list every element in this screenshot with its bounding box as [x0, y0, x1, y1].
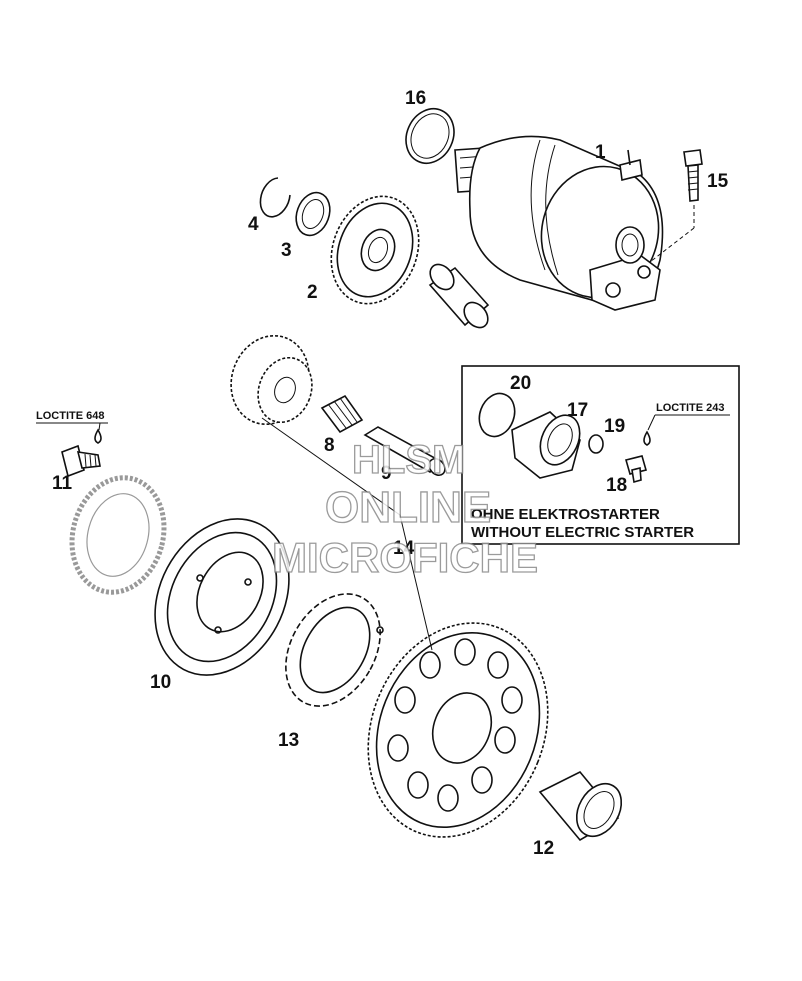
label-8: 8	[324, 435, 335, 456]
part-11-screw	[36, 422, 108, 478]
leader-line-14	[261, 417, 433, 651]
label-20: 20	[510, 373, 531, 394]
label-15: 15	[707, 171, 729, 192]
label-11: 11	[52, 473, 73, 494]
inset-text-de: OHNE ELEKTROSTARTER	[471, 506, 660, 523]
part-3-washer	[295, 191, 331, 237]
part-14-large-gear	[367, 622, 549, 838]
part-1-starter-motor	[454, 135, 664, 311]
label-9: 9	[381, 463, 392, 484]
label-4: 4	[248, 214, 259, 235]
watermark: HLSM ONLINE MICROFICHE	[271, 437, 538, 581]
watermark-line-2: ONLINE	[325, 483, 491, 532]
label-2: 2	[307, 282, 318, 303]
label-13: 13	[278, 730, 299, 751]
part-16-o-ring	[405, 108, 455, 164]
watermark-line-1: HLSM	[352, 438, 465, 482]
watermark-line-3: MICROFICHE	[272, 534, 538, 581]
part-number-labels: 1 2 3 4 8 9 10 11 12 13 14 15 16 17 18 1…	[52, 88, 729, 859]
label-1: 1	[595, 142, 606, 163]
inset-box	[461, 365, 740, 545]
label-18: 18	[606, 475, 627, 496]
label-17: 17	[567, 400, 588, 421]
primary-gear	[69, 475, 167, 595]
part-10-flywheel	[154, 518, 290, 676]
part-12-bearing	[538, 770, 623, 842]
double-gear	[230, 334, 313, 426]
label-14: 14	[393, 538, 415, 559]
sleeve	[428, 263, 490, 329]
label-19: 19	[604, 416, 625, 437]
part-8-needle-bearing	[320, 394, 364, 434]
part-2-gear	[330, 195, 420, 305]
part-4-circlip	[259, 177, 291, 218]
label-12: 12	[533, 838, 554, 859]
inset-text-en: WITHOUT ELECTRIC STARTER	[471, 524, 694, 541]
part-9-pin	[363, 426, 446, 477]
label-16: 16	[405, 88, 426, 109]
label-10: 10	[150, 672, 171, 693]
part-13-freewheel	[285, 593, 384, 707]
loctite-648-label: LOCTITE 648	[36, 410, 104, 422]
loctite-243-label: LOCTITE 243	[656, 402, 724, 414]
label-3: 3	[281, 240, 292, 261]
part-15-bolt	[649, 149, 703, 263]
